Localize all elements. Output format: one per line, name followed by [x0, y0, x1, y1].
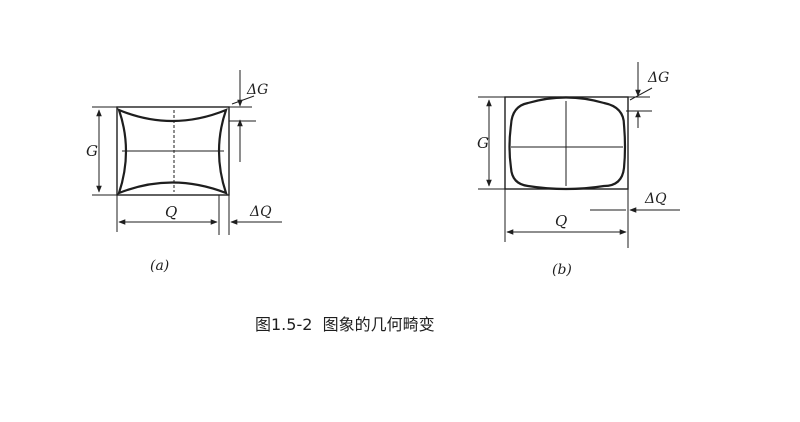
diagram-a-pincushion: G ΔG Q ΔQ (a)	[86, 70, 282, 274]
diagram-b-barrel: G ΔG Q ΔQ (b)	[477, 62, 680, 278]
label-g-a: G	[86, 142, 98, 160]
pincushion-curve	[117, 108, 228, 195]
label-dq-a: ΔQ	[249, 204, 272, 220]
label-q-a: Q	[165, 203, 177, 221]
label-dg-b: ΔG	[647, 70, 669, 86]
label-q-b: Q	[555, 212, 567, 230]
figure-caption: 图1.5-2 图象的几何畸变	[255, 315, 435, 334]
sublabel-b: (b)	[552, 262, 572, 278]
barrel-curve	[508, 96, 627, 191]
frame-a	[116, 106, 230, 196]
label-dg-a: ΔG	[246, 82, 268, 98]
label-g-b: G	[477, 134, 489, 152]
label-dq-b: ΔQ	[644, 191, 667, 207]
sublabel-a: (a)	[150, 258, 169, 274]
